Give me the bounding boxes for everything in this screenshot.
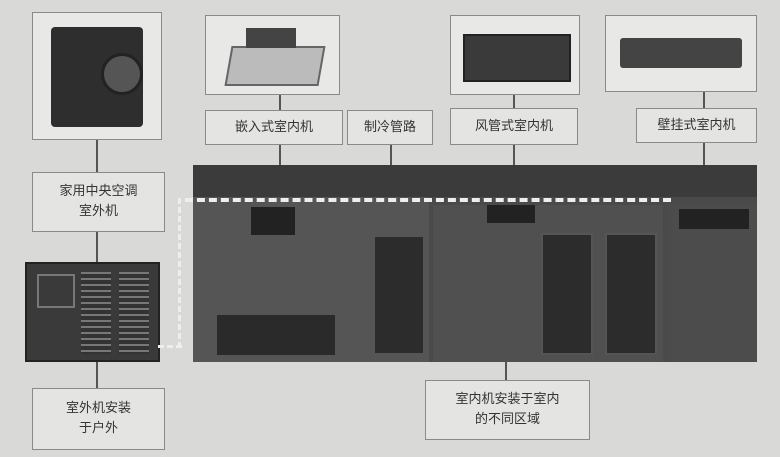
label-outdoor-install: 室外机安装 于户外 [32, 388, 165, 450]
duct-unit-image [450, 15, 580, 95]
wall-unit-image [605, 15, 757, 92]
house-cutaway [185, 165, 757, 362]
label-wall: 壁挂式室内机 [636, 108, 757, 143]
label-cassette: 嵌入式室内机 [205, 110, 343, 145]
outdoor-unit-installed [25, 262, 160, 362]
cassette-unit-image [205, 15, 340, 95]
label-duct: 风管式室内机 [450, 108, 578, 145]
label-indoor-install: 室内机安装于室内 的不同区域 [425, 380, 590, 440]
label-pipe: 制冷管路 [347, 110, 433, 145]
label-outdoor-unit: 家用中央空调 室外机 [32, 172, 165, 232]
outdoor-unit-image [32, 12, 162, 140]
